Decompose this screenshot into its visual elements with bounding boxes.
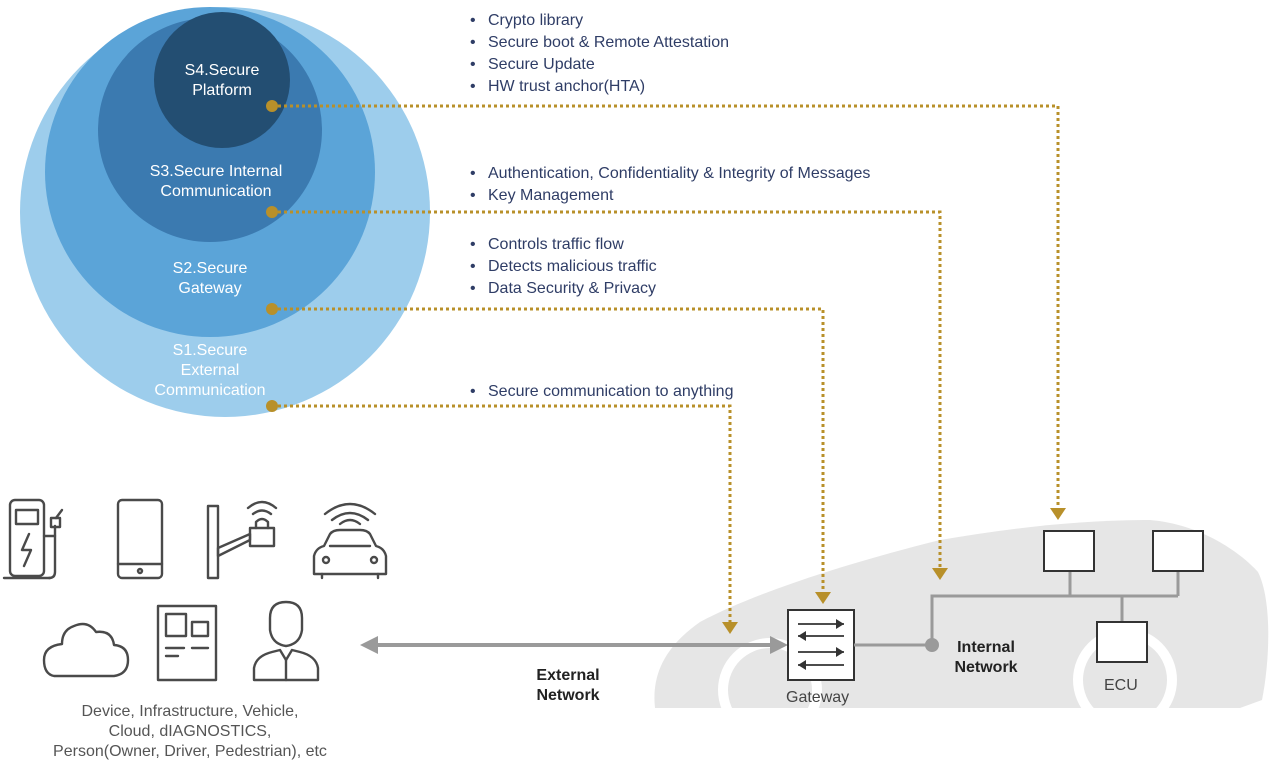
internal-network-bus	[854, 572, 1180, 647]
ecu-box-1	[1043, 530, 1095, 572]
devices-caption: Device, Infrastructure, Vehicle, Cloud, …	[53, 703, 327, 760]
connector-arrow-s2	[815, 592, 831, 604]
list-item: Controls traffic flow	[466, 234, 657, 256]
s2-feature-list: Controls traffic flow Detects malicious …	[466, 234, 657, 300]
list-item: Detects malicious traffic	[466, 256, 657, 278]
ecu-box-2	[1152, 530, 1204, 572]
connector-s4	[272, 104, 1060, 508]
connector-arrow-s1	[722, 622, 738, 634]
smartphone-icon	[116, 498, 164, 580]
connector-dot-s2	[266, 303, 278, 315]
list-item: Crypto library	[466, 10, 729, 32]
list-item: Key Management	[466, 185, 870, 207]
list-item: Secure boot & Remote Attestation	[466, 32, 729, 54]
layer-s4-circle	[154, 12, 290, 148]
list-item: HW trust anchor(HTA)	[466, 76, 729, 98]
connector-s1	[272, 404, 732, 622]
barrier-gate-icon	[206, 500, 278, 580]
ecu-box-3	[1096, 621, 1148, 663]
ev-charger-icon	[2, 498, 64, 580]
connector-dot-s4	[266, 100, 278, 112]
connector-dot-s1	[266, 400, 278, 412]
gateway-icon	[787, 609, 855, 681]
connector-s3	[272, 210, 942, 568]
s4-feature-list: Crypto library Secure boot & Remote Atte…	[466, 10, 729, 98]
ecu-label: ECU	[1104, 677, 1138, 694]
list-item: Secure communication to anything	[466, 381, 733, 403]
s3-feature-list: Authentication, Confidentiality & Integr…	[466, 163, 870, 207]
gateway-label: Gateway	[786, 689, 850, 706]
list-item: Data Security & Privacy	[466, 278, 657, 300]
connector-arrow-s3	[932, 568, 948, 580]
connector-s2	[272, 307, 825, 592]
cloud-icon	[42, 622, 130, 678]
list-item: Authentication, Confidentiality & Integr…	[466, 163, 870, 185]
connector-arrow-s4	[1050, 508, 1066, 520]
external-network-arrow	[360, 636, 788, 654]
bus-junction	[925, 638, 939, 652]
list-item: Secure Update	[466, 54, 729, 76]
diagnostic-terminal-icon	[156, 604, 218, 682]
connector-dot-s3	[266, 206, 278, 218]
car-base	[650, 708, 1270, 748]
person-icon	[252, 600, 320, 682]
s1-feature-list: Secure communication to anything	[466, 381, 733, 403]
connected-car-icon	[312, 502, 388, 580]
